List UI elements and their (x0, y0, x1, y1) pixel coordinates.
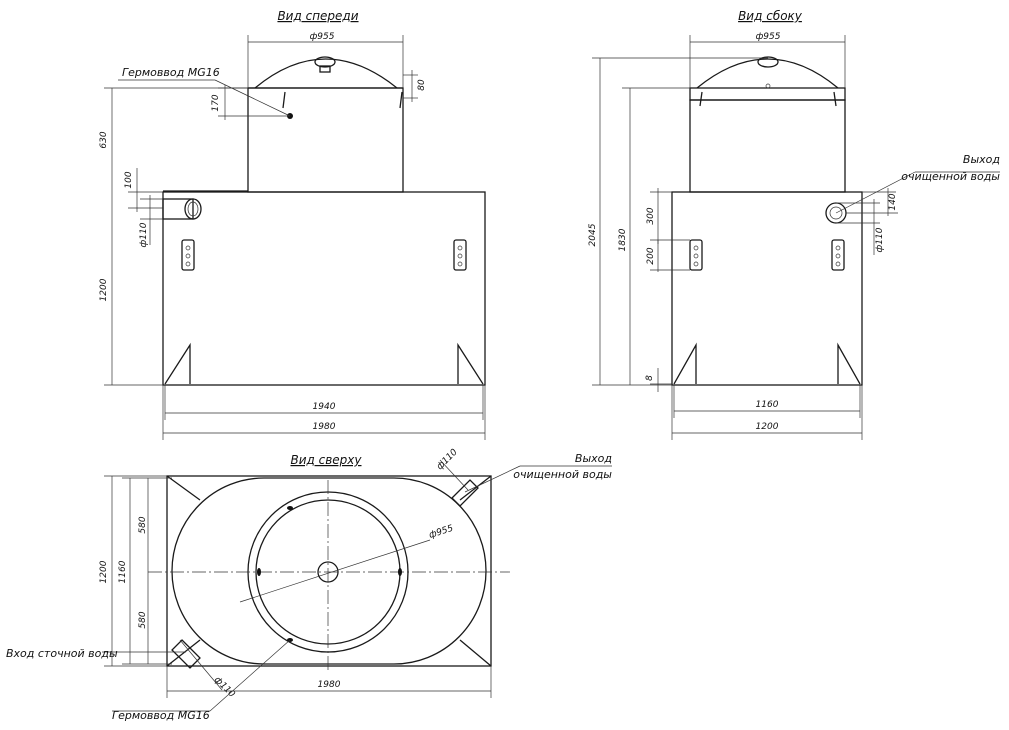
front-latch-right (399, 91, 403, 109)
top-view: Вид сверху ф955 ф110 Выход очищенной вод… (6, 447, 612, 722)
front-latch-left (282, 91, 286, 109)
side-foot-left (673, 342, 697, 385)
front-dim-110: ф110 (139, 222, 149, 247)
side-lug-right (831, 239, 845, 271)
side-lug-left (689, 239, 703, 271)
side-dim-1160: 1160 (756, 400, 779, 410)
side-foot-right (837, 342, 861, 385)
side-vent-cap (757, 56, 779, 68)
top-frame (166, 475, 492, 667)
top-dim-580a: 580 (138, 516, 148, 533)
front-dim-955: ф955 (310, 32, 335, 42)
front-lug-right (453, 239, 467, 271)
front-dim-170: 170 (211, 94, 221, 111)
side-view-title: Вид сбоку (738, 9, 803, 23)
side-outlet-label-2: очищенной воды (901, 170, 1000, 183)
front-neck (247, 87, 404, 193)
front-lug-left (181, 239, 195, 271)
top-view-title: Вид сверху (290, 453, 362, 467)
side-latch-right (833, 91, 837, 107)
front-inlet-pipe-end (184, 198, 202, 220)
top-dim-955-line (239, 539, 431, 603)
side-dim-200: 200 (646, 247, 656, 264)
front-dim-80: 80 (417, 79, 427, 91)
top-outlet-label-2: очищенной воды (513, 468, 612, 481)
top-outlet-label-1: Выход (575, 452, 612, 465)
side-dim-140: 140 (888, 193, 898, 210)
top-brace-tl (166, 475, 201, 501)
side-tank-body (671, 191, 863, 386)
front-view: Вид спереди ф955 80 (99, 9, 486, 440)
top-dim-580b: 580 (138, 611, 148, 628)
top-dim-1160: 1160 (118, 560, 128, 583)
front-vent-cap (314, 56, 336, 68)
side-dim-300: 300 (646, 207, 656, 224)
top-brace-bl (166, 639, 201, 667)
front-inlet-pipe (162, 198, 194, 220)
top-outlet-pipe (451, 479, 479, 507)
side-dim-8: 8 (645, 375, 655, 381)
front-dim-1200: 1200 (99, 278, 109, 301)
side-outlet-label-1: Выход (963, 153, 1000, 166)
front-dim-630: 630 (99, 131, 109, 148)
front-dim-1940: 1940 (313, 402, 336, 412)
top-brace-br (459, 639, 492, 667)
front-dim-100: 100 (124, 171, 134, 188)
front-foot-left (164, 342, 191, 385)
side-lid-rim (689, 87, 846, 101)
side-dim-955: ф955 (756, 32, 781, 42)
front-germovvod-label: Гермоввод MG16 (122, 66, 220, 79)
top-germovvod-label: Гермоввод MG16 (112, 709, 210, 722)
side-dim-1200: 1200 (756, 422, 779, 432)
side-latch-left (699, 91, 703, 107)
front-view-title: Вид спереди (277, 9, 358, 23)
side-dim-1830: 1830 (618, 228, 628, 251)
front-vent-stem (319, 65, 331, 73)
front-dim-1980: 1980 (313, 422, 336, 432)
top-dim-110-inlet: ф110 (212, 675, 237, 700)
top-dim-955: ф955 (428, 524, 455, 541)
top-dim-1980: 1980 (318, 680, 341, 690)
top-brace-tr (459, 475, 492, 501)
top-tank-outline (171, 477, 487, 665)
side-dome (696, 58, 839, 89)
front-tank-body (162, 191, 486, 386)
top-dim-1200: 1200 (99, 560, 109, 583)
front-dome (254, 58, 398, 89)
top-inlet-pipe (171, 639, 201, 669)
front-foot-right (457, 342, 484, 385)
side-view: Вид сбоку ф955 2045 1830 (588, 9, 1000, 440)
side-dim-2045: 2045 (588, 223, 598, 246)
side-dim-110: ф110 (875, 227, 885, 252)
side-neck (689, 99, 846, 193)
top-inlet-label: Вход сточной воды (6, 647, 118, 660)
